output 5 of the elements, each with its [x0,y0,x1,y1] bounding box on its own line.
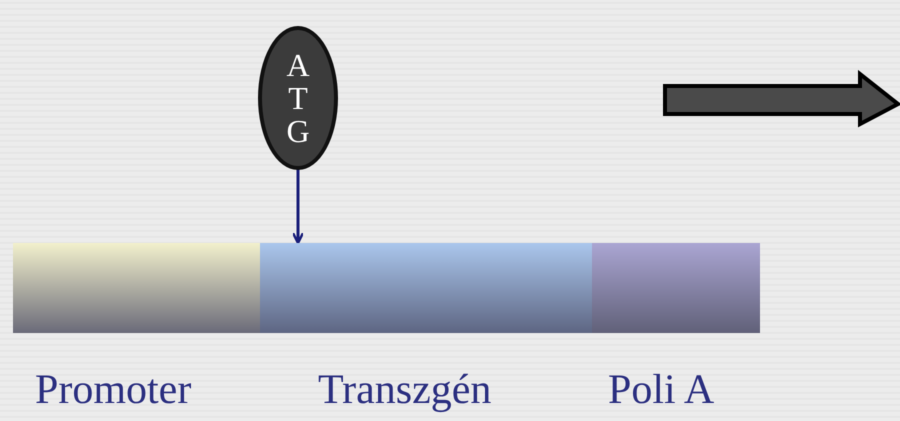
segment-label: Transzgén [318,366,492,415]
arrow [292,168,304,244]
codon-label: A T G [286,48,310,148]
segment-label: Poli A [608,366,714,415]
segment-label: Promoter [35,366,192,415]
